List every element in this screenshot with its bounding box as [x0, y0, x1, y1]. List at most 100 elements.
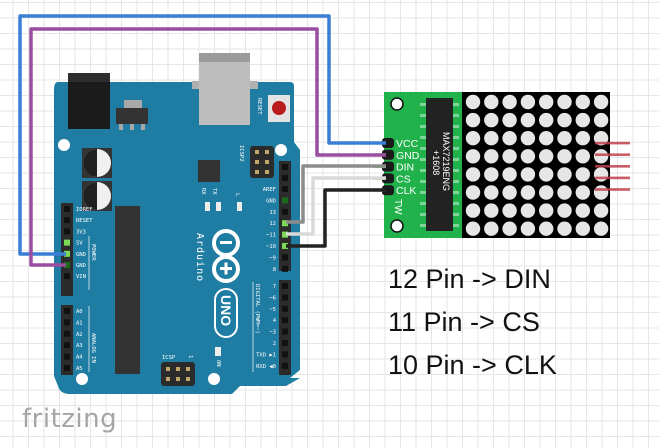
- pin-labels: IOREFRESET3V35VGNDGNDVINA0A1A2A3A4A5AREF…: [76, 187, 277, 372]
- power-pin-label: 5V: [76, 241, 83, 247]
- silk-mark: TW: [392, 199, 403, 215]
- output-pin: [595, 153, 630, 156]
- power-pin-label: RESET: [76, 218, 93, 224]
- module-pin[interactable]: [382, 173, 394, 184]
- digital-pin[interactable]: [282, 243, 288, 249]
- digital-pin-label: 7: [273, 284, 276, 290]
- digital-pin[interactable]: [282, 208, 288, 215]
- led: [465, 167, 481, 182]
- chip-date: +1608: [431, 150, 441, 175]
- atmega-chip: [115, 206, 140, 374]
- power-pin[interactable]: [64, 217, 70, 224]
- module-pin[interactable]: [382, 161, 394, 172]
- digital-pin[interactable]: [282, 328, 288, 335]
- digital-pin[interactable]: [282, 362, 288, 369]
- led: [575, 149, 590, 164]
- analog-pin[interactable]: [64, 319, 70, 326]
- digital-pin[interactable]: [282, 164, 288, 170]
- analog-pin[interactable]: [64, 353, 70, 360]
- led: [520, 203, 536, 218]
- led: [520, 94, 536, 110]
- reset-button[interactable]: [268, 95, 290, 122]
- module-pin[interactable]: [382, 138, 394, 148]
- power-pin[interactable]: [64, 228, 70, 235]
- led: [557, 221, 572, 236]
- analog-pin[interactable]: [64, 342, 70, 349]
- led: [593, 221, 609, 236]
- l-led-label: L: [234, 193, 240, 197]
- power-pin[interactable]: [64, 239, 70, 246]
- analog-pin[interactable]: [64, 365, 70, 371]
- power-pin[interactable]: [64, 250, 70, 257]
- led: [575, 185, 590, 200]
- digital-pin[interactable]: [282, 254, 288, 261]
- analog-pin[interactable]: [64, 330, 70, 337]
- arduino-logo: [212, 229, 240, 283]
- power-pin-label: 3V3: [76, 229, 86, 235]
- digital-header-top: [279, 161, 291, 272]
- led: [593, 149, 609, 164]
- capacitor: [82, 148, 112, 178]
- digital-pin[interactable]: [282, 175, 288, 181]
- reset-label: RESET: [256, 98, 262, 115]
- led: [484, 185, 499, 200]
- module-pin[interactable]: [382, 185, 394, 196]
- led: [502, 203, 517, 218]
- digital-pin[interactable]: [282, 186, 288, 192]
- digital-label: DIGITAL (PWM=~): [254, 284, 260, 334]
- led-grid: [465, 94, 609, 236]
- led: [520, 149, 536, 164]
- digital-pin[interactable]: [282, 294, 288, 301]
- led: [484, 94, 499, 110]
- arduino-brand: Arduino: [194, 233, 205, 282]
- power-label: POWER: [90, 244, 96, 261]
- led: [557, 167, 572, 182]
- digital-pin[interactable]: [282, 220, 288, 227]
- led: [557, 149, 572, 164]
- digital-pin[interactable]: [282, 351, 288, 358]
- led: [557, 131, 572, 146]
- usb-connector: [192, 53, 258, 125]
- power-pin[interactable]: [64, 206, 70, 212]
- digital-pin-label: 12: [269, 221, 276, 227]
- module-pin-label: CLK: [396, 185, 416, 197]
- digital-pin-label: RXD ◀0: [256, 364, 276, 370]
- led: [557, 112, 572, 128]
- output-pin: [595, 165, 630, 168]
- chip-label: MAX7219ENG: [441, 132, 451, 191]
- led: [593, 203, 609, 218]
- led: [539, 221, 554, 236]
- digital-pin-label: ~10: [266, 244, 276, 250]
- uno-label: UNO: [218, 295, 234, 326]
- led: [539, 167, 554, 182]
- wire-gnd: [29, 27, 386, 267]
- dc-jack: [68, 73, 110, 129]
- led: [557, 185, 572, 200]
- analog-pin-label: A0: [76, 309, 83, 315]
- led: [575, 112, 590, 128]
- digital-pin-label: ~3: [269, 330, 276, 336]
- power-pin[interactable]: [64, 262, 70, 268]
- digital-pin[interactable]: [282, 265, 288, 272]
- led: [539, 112, 554, 128]
- digital-pin[interactable]: [282, 283, 288, 289]
- digital-pin-label: ~5: [269, 307, 276, 313]
- digital-pin[interactable]: [282, 317, 288, 324]
- led: [502, 131, 517, 146]
- module-pin[interactable]: [382, 149, 394, 160]
- analog-pin[interactable]: [64, 308, 70, 314]
- digital-pin[interactable]: [282, 231, 288, 238]
- digital-pin[interactable]: [282, 305, 288, 312]
- led: [593, 131, 609, 146]
- digital-pin[interactable]: [282, 197, 288, 204]
- power-pin-label: GND: [76, 252, 86, 258]
- analog-in-label: ANALOG IN: [90, 333, 96, 363]
- led: [484, 112, 499, 128]
- led: [520, 131, 536, 146]
- led: [539, 94, 554, 110]
- power-pin[interactable]: [64, 273, 70, 280]
- output-pin: [595, 188, 630, 191]
- analog-header: [61, 305, 73, 375]
- digital-pin-label: ~6: [269, 295, 276, 301]
- digital-pin[interactable]: [282, 340, 288, 346]
